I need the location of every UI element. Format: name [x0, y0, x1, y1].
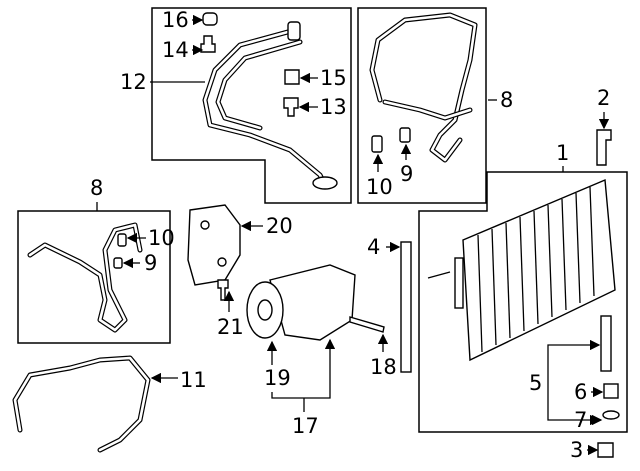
compressor-17 — [246, 264, 356, 341]
bolt-18 — [349, 316, 385, 333]
callout-15: 15 — [320, 66, 347, 90]
valve-10-top — [371, 135, 383, 153]
condenser-1 — [427, 178, 616, 362]
callout-16: 16 — [162, 8, 189, 32]
seal-4 — [400, 241, 412, 373]
callout-9-left: 9 — [144, 251, 158, 275]
valve-9-left — [113, 257, 123, 269]
callout-4: 4 — [367, 235, 381, 259]
leader-lines — [96, 14, 610, 456]
callout-14: 14 — [162, 38, 189, 62]
valve-14 — [200, 35, 216, 53]
callout-3: 3 — [570, 438, 584, 462]
valve-10-left — [117, 233, 127, 247]
group-box-8-top — [357, 7, 487, 204]
valve-9-top — [399, 127, 411, 143]
callout-12: 12 — [120, 70, 147, 94]
callout-2: 2 — [597, 86, 611, 110]
cap-15 — [284, 69, 300, 85]
callout-21: 21 — [217, 315, 244, 339]
compressor-bracket-20 — [187, 204, 241, 286]
callout-7: 7 — [574, 408, 588, 432]
liquid-line-12 — [202, 21, 338, 190]
suction-hose-11 — [12, 355, 151, 453]
callout-20: 20 — [266, 214, 293, 238]
callout-18: 18 — [370, 355, 397, 379]
bracket-2 — [596, 129, 612, 166]
discharge-hose-8-top — [369, 12, 478, 163]
callout-9-top: 9 — [400, 162, 414, 186]
callout-17: 17 — [292, 414, 319, 438]
callout-5: 5 — [529, 371, 543, 395]
hose-8-left — [27, 222, 143, 333]
bracket-3 — [597, 442, 614, 458]
callout-13: 13 — [320, 95, 347, 119]
plug-6 — [603, 383, 619, 399]
callout-10-top: 10 — [366, 175, 393, 199]
valve-13 — [283, 97, 299, 117]
cap-16 — [202, 12, 218, 26]
group-box-12 — [151, 7, 352, 204]
callout-19: 19 — [264, 366, 291, 390]
bolt-21 — [217, 279, 229, 301]
callout-8-top: 8 — [500, 88, 514, 112]
group-box-1 — [418, 171, 628, 433]
group-box-8-left — [17, 210, 171, 344]
o-ring-7 — [602, 410, 620, 420]
filter-5 — [600, 315, 612, 372]
callout-10-left: 10 — [148, 226, 175, 250]
callout-11: 11 — [180, 368, 207, 392]
callout-8-left: 8 — [90, 176, 104, 200]
callout-6: 6 — [574, 380, 588, 404]
callout-1: 1 — [556, 141, 570, 165]
